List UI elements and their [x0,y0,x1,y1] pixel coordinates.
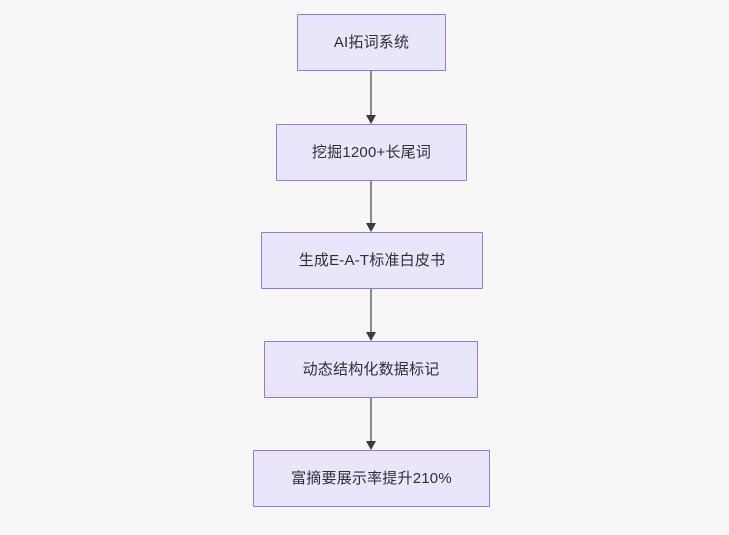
flow-edge-2 [366,181,377,232]
arrow-down-icon [366,441,376,450]
flow-node-1[interactable]: AI拓词系统 [297,14,446,71]
flow-node-3[interactable]: 生成E-A-T标准白皮书 [261,232,483,289]
flow-node-5-label: 富摘要展示率提升210% [291,469,452,487]
flow-edge-1 [366,71,377,124]
arrow-down-icon [366,332,376,341]
flow-edge-3-line [370,289,372,333]
flow-node-1-label: AI拓词系统 [333,33,410,51]
flow-edge-2-line [370,181,372,224]
flow-node-2-label: 挖掘1200+长尾词 [311,143,432,161]
flow-node-3-label: 生成E-A-T标准白皮书 [298,251,446,269]
flow-node-5[interactable]: 富摘要展示率提升210% [253,450,490,507]
arrow-down-icon [366,223,376,232]
flow-edge-4-line [370,398,372,442]
flow-edge-3 [366,289,377,341]
flow-edge-4 [366,398,377,450]
flow-edge-1-line [370,71,372,116]
flow-node-4-label: 动态结构化数据标记 [302,360,440,378]
flow-node-2[interactable]: 挖掘1200+长尾词 [276,124,467,181]
flow-node-4[interactable]: 动态结构化数据标记 [264,341,478,398]
arrow-down-icon [366,115,376,124]
